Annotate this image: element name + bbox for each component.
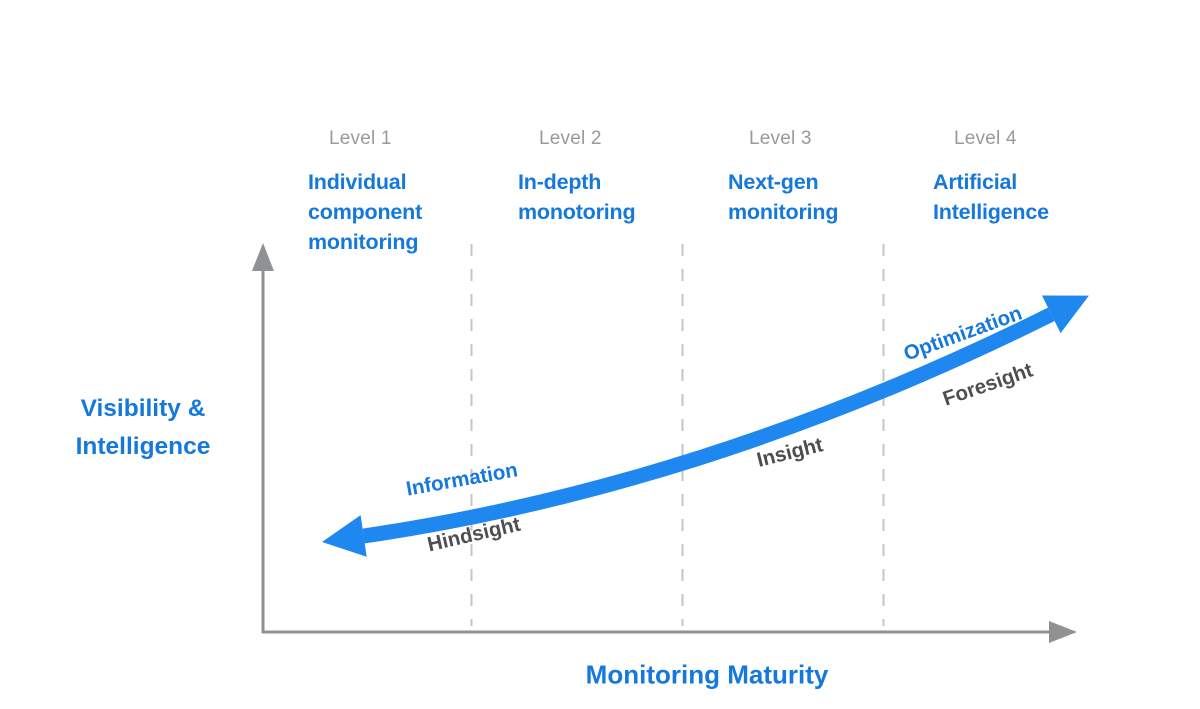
level-2-title-line: monotoring — [518, 200, 636, 224]
y-axis-title-line: Visibility & — [80, 395, 206, 422]
level-column-2: Level 2 In-depth monotoring — [518, 128, 708, 227]
level-3-title-line: monitoring — [728, 200, 839, 224]
level-1-title-line: component — [308, 200, 423, 224]
x-axis-arrowhead-icon — [1049, 621, 1077, 643]
y-axis-arrowhead-icon — [252, 243, 274, 271]
level-2-title-line: In-depth — [518, 170, 602, 194]
level-2-label: Level 2 — [539, 128, 602, 149]
level-4-title-line: Intelligence — [933, 200, 1049, 224]
level-1-label: Level 1 — [329, 128, 392, 149]
curve-left-arrowhead-icon — [322, 515, 367, 557]
level-column-3: Level 3 Next-gen monitoring — [728, 128, 918, 227]
y-axis-title-line: Intelligence — [75, 433, 211, 460]
x-axis-title: Monitoring Maturity — [585, 659, 829, 690]
level-4-title: Artificial Intelligence — [933, 167, 1123, 227]
curve-right-arrowhead-icon — [1042, 295, 1089, 334]
level-2-title: In-depth monotoring — [518, 167, 708, 227]
level-1-title: Individual component monitoring — [308, 167, 498, 257]
maturity-curve — [362, 307, 1055, 544]
level-column-1: Level 1 Individual component monitoring — [308, 128, 498, 257]
level-column-4: Level 4 Artificial Intelligence — [933, 128, 1123, 227]
level-3-label: Level 3 — [749, 128, 812, 149]
level-3-title-line: Next-gen — [728, 170, 819, 194]
level-1-title-line: monitoring — [308, 230, 419, 254]
level-3-title: Next-gen monitoring — [728, 167, 918, 227]
level-4-label: Level 4 — [954, 128, 1017, 149]
level-1-title-line: Individual — [308, 170, 407, 194]
level-4-title-line: Artificial — [933, 170, 1018, 194]
y-axis-title: Visibility & Intelligence — [76, 390, 211, 466]
